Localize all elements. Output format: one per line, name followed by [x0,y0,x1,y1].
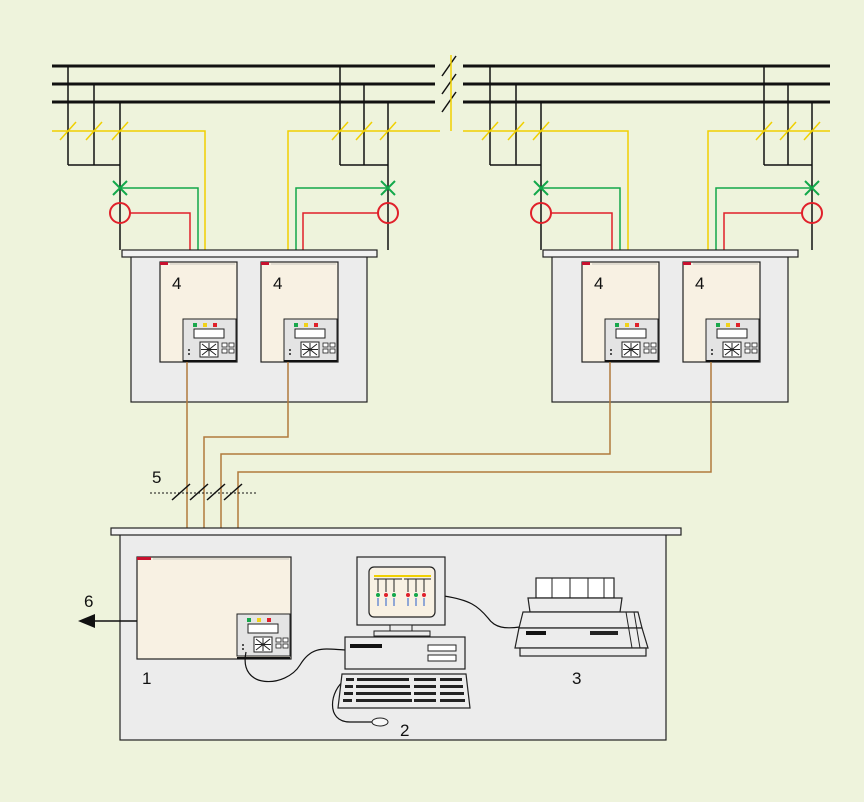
relay-label: 4 [594,274,603,293]
printer-label: 3 [572,669,581,688]
fiber-link-label: 5 [152,468,161,487]
busbar-break-marks [441,55,457,113]
busbars [52,64,830,104]
relay-label: 4 [695,274,704,293]
computer-label: 2 [400,721,409,740]
breaker-x-icon [112,180,820,196]
current-wiring [130,212,802,262]
fiber-wiring [186,362,712,557]
feeder-lines [67,66,813,250]
central-unit-label: 1 [142,669,151,688]
fiber-link-break [150,483,258,501]
relay-keypad-icon [604,318,659,362]
remote-link-label: 6 [84,592,93,611]
relay-label: 4 [273,274,282,293]
relay-keypad-icon [705,318,760,362]
breaker-wiring [120,187,812,262]
relay-unit [260,261,339,363]
relay-keypad-icon [236,613,291,657]
voltage-wiring [52,130,830,262]
relay-unit [159,261,238,363]
computer-icon [337,556,471,727]
relay-keypad-icon [283,318,338,362]
ct-circle-icon [109,202,823,224]
vt-slash-marks [59,121,821,141]
central-unit [136,556,292,660]
relay-unit [682,261,761,363]
relay-label: 4 [172,274,181,293]
relay-keypad-icon [182,318,237,362]
relay-unit [581,261,660,363]
printer-icon [514,577,649,657]
arrow-left-icon [78,614,137,628]
